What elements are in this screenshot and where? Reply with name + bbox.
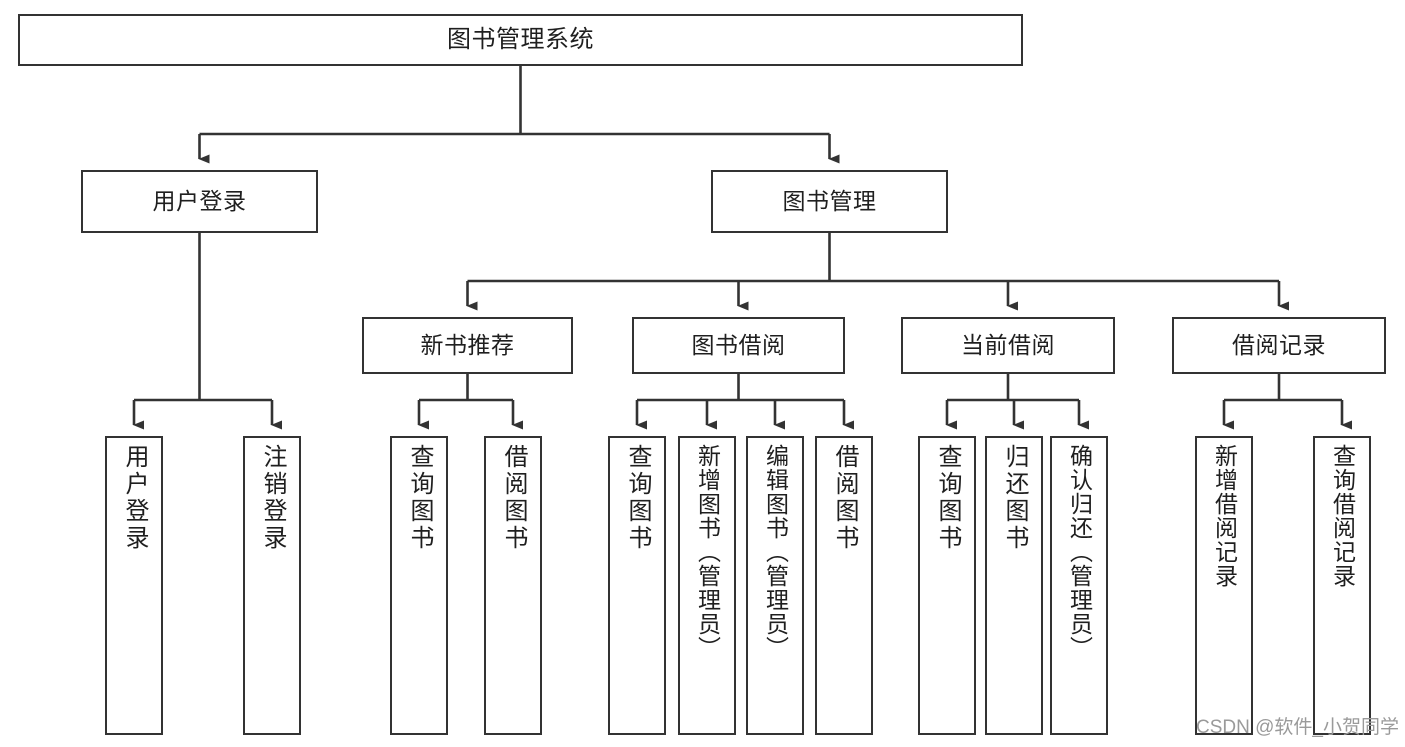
node-leaf-query-borrow-record-label: 查询借阅记录 — [1329, 444, 1356, 588]
node-leaf-query-book-borrow-label: 查询图书 — [624, 444, 651, 552]
node-new-book-rec-label: 新书推荐 — [420, 331, 515, 358]
node-leaf-user-logout-label: 注销登录 — [259, 444, 286, 552]
node-leaf-confirm-return-admin[interactable]: 确认归还（管理员） — [1050, 436, 1108, 735]
node-leaf-edit-book-admin-label: 编辑图书（管理员） — [762, 444, 789, 660]
node-leaf-query-book-rec-label: 查询图书 — [406, 444, 433, 552]
node-leaf-return-book[interactable]: 归还图书 — [985, 436, 1043, 735]
node-book-manage-label: 图书管理 — [782, 187, 877, 214]
node-leaf-query-borrow-record[interactable]: 查询借阅记录 — [1313, 436, 1371, 735]
node-leaf-borrow-book-rec-label: 借阅图书 — [500, 444, 527, 552]
node-borrow-record-label: 借阅记录 — [1232, 331, 1326, 358]
node-borrow-record[interactable]: 借阅记录 — [1172, 317, 1386, 374]
node-leaf-query-book-borrow[interactable]: 查询图书 — [608, 436, 666, 735]
node-leaf-borrow-book[interactable]: 借阅图书 — [815, 436, 873, 735]
node-leaf-add-borrow-record-label: 新增借阅记录 — [1211, 444, 1238, 588]
node-current-borrow-label: 当前借阅 — [961, 331, 1055, 358]
node-new-book-rec[interactable]: 新书推荐 — [362, 317, 573, 374]
node-leaf-return-book-label: 归还图书 — [1001, 444, 1028, 552]
node-leaf-query-book-current[interactable]: 查询图书 — [918, 436, 976, 735]
node-leaf-query-book-current-label: 查询图书 — [934, 444, 961, 552]
node-book-borrow[interactable]: 图书借阅 — [632, 317, 845, 374]
node-current-borrow[interactable]: 当前借阅 — [901, 317, 1115, 374]
node-leaf-user-logout[interactable]: 注销登录 — [243, 436, 301, 735]
node-leaf-confirm-return-admin-label: 确认归还（管理员） — [1066, 444, 1093, 660]
node-leaf-edit-book-admin[interactable]: 编辑图书（管理员） — [746, 436, 804, 735]
node-root[interactable]: 图书管理系统 — [18, 14, 1023, 66]
node-leaf-add-book-admin[interactable]: 新增图书（管理员） — [678, 436, 736, 735]
node-user-login[interactable]: 用户登录 — [81, 170, 318, 233]
node-leaf-add-borrow-record[interactable]: 新增借阅记录 — [1195, 436, 1253, 735]
node-book-borrow-label: 图书借阅 — [691, 331, 786, 358]
node-book-manage[interactable]: 图书管理 — [711, 170, 948, 233]
node-leaf-user-login-label: 用户登录 — [121, 444, 148, 552]
node-leaf-user-login[interactable]: 用户登录 — [105, 436, 163, 735]
node-leaf-query-book-rec[interactable]: 查询图书 — [390, 436, 448, 735]
node-leaf-borrow-book-label: 借阅图书 — [831, 444, 858, 552]
node-user-login-label: 用户登录 — [152, 187, 247, 214]
node-root-label: 图书管理系统 — [447, 25, 594, 53]
csdn-watermark: CSDN @软件_小贺同学 — [1196, 717, 1399, 738]
node-leaf-borrow-book-rec[interactable]: 借阅图书 — [484, 436, 542, 735]
node-leaf-add-book-admin-label: 新增图书（管理员） — [694, 444, 721, 660]
